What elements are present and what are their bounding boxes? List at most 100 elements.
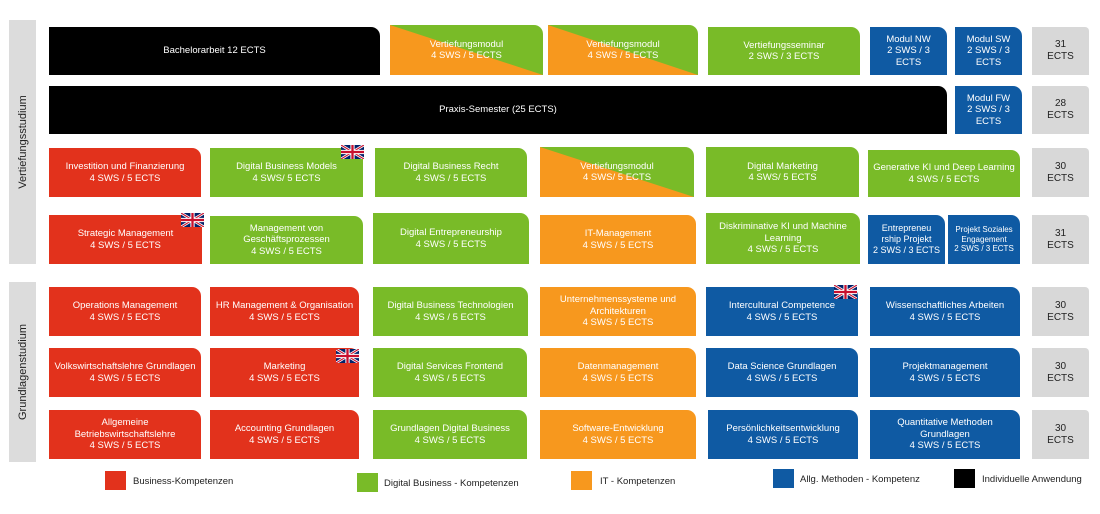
module-detail: 4 SWS / 5 ECTS <box>582 317 654 329</box>
module-detail: 2 SWS / 3 ECTS <box>954 244 1014 254</box>
ects-total-row7: 30 ECTS <box>1032 410 1089 459</box>
module-title: Datenmanagement <box>577 361 659 372</box>
section-grundlagenstudium: Grundlagenstudium <box>9 282 36 462</box>
module-title: Entrepreneu rship Projekt <box>881 223 932 244</box>
ects-total-row5: 30 ECTS <box>1032 287 1089 336</box>
module-detail: 4 SWS / 5 ECTS <box>909 372 981 384</box>
ects-unit: ECTS <box>1047 51 1074 62</box>
module-projekt-soziales-engagement: Projekt Soziales Engagement 2 SWS / 3 EC… <box>948 215 1020 264</box>
module-detail: 4 SWS / 5 ECTS <box>415 311 486 323</box>
module-marketing: Marketing 4 SWS / 5 ECTS <box>210 348 359 397</box>
module-hr-management: HR Management & Organisation 4 SWS / 5 E… <box>210 287 359 336</box>
legend-swatch-business <box>105 471 126 490</box>
module-title: Operations Management <box>72 300 178 311</box>
module-title: Digital Business Recht <box>403 161 499 172</box>
ects-value: 30 <box>1054 299 1067 311</box>
module-title: Software-Entwicklung <box>572 423 664 434</box>
legend-swatch-digital-business <box>357 473 378 492</box>
module-detail: 2 SWS / 3 ECTS <box>748 51 820 62</box>
module-digital-business-technologien: Digital Business Technologien 4 SWS / 5 … <box>373 287 528 336</box>
module-title: Quantitative Methoden Grundlagen <box>897 417 993 440</box>
module-it-management: IT-Management 4 SWS / 5 ECTS <box>540 215 696 264</box>
module-detail: 4 SWS / 5 ECTS <box>431 50 502 61</box>
legend-label-it: IT - Kompetenzen <box>600 476 676 487</box>
module-vertiefungsmodul-3: Vertiefungsmodul 4 SWS/ 5 ECTS <box>540 147 694 197</box>
module-detail: 2 SWS / 3 ECTS <box>967 45 1010 68</box>
module-detail: 4 SWS / 5 ECTS <box>89 172 161 184</box>
ects-value: 30 <box>1054 422 1067 434</box>
module-title: Generative KI und Deep Learning <box>873 162 1015 173</box>
module-title: Modul SW <box>966 33 1011 45</box>
module-detail: 2 SWS / 3 ECTS <box>967 104 1010 127</box>
ects-value: 30 <box>1054 160 1067 172</box>
module-intercultural-competence: Intercultural Competence 4 SWS / 5 ECTS <box>706 287 858 336</box>
module-generative-ki: Generative KI und Deep Learning 4 SWS / … <box>868 150 1020 197</box>
module-modul-fw: Modul FW 2 SWS / 3 ECTS <box>955 86 1022 134</box>
module-title: Digital Business Models <box>236 161 337 172</box>
module-title: Projektmanagement <box>902 361 988 372</box>
module-detail: 4 SWS / 5 ECTS <box>414 372 486 384</box>
ects-unit: ECTS <box>1047 110 1074 121</box>
legend-label-business: Business-Kompetenzen <box>133 476 234 487</box>
module-quantitative-methoden: Quantitative Methoden Grundlagen 4 SWS /… <box>870 410 1020 459</box>
module-detail: 4 SWS / 5 ECTS <box>582 239 654 251</box>
legend-swatch-methods <box>773 469 794 488</box>
module-detail: 4 SWS/ 5 ECTS <box>582 172 652 183</box>
module-title: Projekt Soziales Engagement <box>955 225 1013 244</box>
uk-flag-icon <box>336 349 359 363</box>
module-detail: 4 SWS / 5 ECTS <box>89 440 161 452</box>
module-detail: 4 SWS / 5 ECTS <box>747 244 819 256</box>
module-title: Grundlagen Digital Business <box>390 423 510 434</box>
module-title: Strategic Management <box>77 228 174 239</box>
module-diskriminative-ki: Diskriminative KI und Machine Learning 4… <box>706 213 860 264</box>
module-persoenlichkeitsentwicklung: Persönlichkeitsentwicklung 4 SWS / 5 ECT… <box>708 410 858 459</box>
module-detail: 4 SWS / 5 ECTS <box>909 440 981 452</box>
section-label: Vertiefungsstudium <box>16 95 29 189</box>
module-detail: 4 SWS / 5 ECTS <box>249 434 320 446</box>
module-title: Digital Services Frontend <box>396 361 504 372</box>
legend-swatch-individual <box>954 469 975 488</box>
module-allgemeine-bwl: Allgemeine Betriebswirtschaftslehre 4 SW… <box>49 410 201 459</box>
module-title: Persönlichkeitsentwicklung <box>726 423 840 434</box>
module-title: IT-Management <box>584 228 652 239</box>
module-detail: 4 SWS / 5 ECTS <box>582 372 654 384</box>
ects-unit: ECTS <box>1047 434 1074 446</box>
ects-total-row3: 30 ECTS <box>1032 148 1089 197</box>
module-title: Data Science Grundlagen <box>727 361 837 372</box>
module-wissenschaftliches-arbeiten: Wissenschaftliches Arbeiten 4 SWS / 5 EC… <box>870 287 1020 336</box>
module-accounting-grundlagen: Accounting Grundlagen 4 SWS / 5 ECTS <box>210 410 359 459</box>
module-title: HR Management & Organisation <box>215 300 354 311</box>
module-detail: 4 SWS / 5 ECTS <box>415 238 487 250</box>
module-title: Management von Geschäftsprozessen <box>243 222 330 246</box>
module-projektmanagement: Projektmanagement 4 SWS / 5 ECTS <box>870 348 1020 397</box>
module-detail: 4 SWS / 5 ECTS <box>587 50 659 61</box>
module-detail: 2 SWS / 3 ECTS <box>887 45 930 68</box>
module-grundlagen-digital-business: Grundlagen Digital Business 4 SWS / 5 EC… <box>373 410 527 459</box>
module-datenmanagement: Datenmanagement 4 SWS / 5 ECTS <box>540 348 696 397</box>
module-title: Unternehmenssysteme und Architekturen <box>559 294 677 317</box>
module-title: Intercultural Competence <box>728 300 836 311</box>
module-operations-management: Operations Management 4 SWS / 5 ECTS <box>49 287 201 336</box>
module-bachelorarbeit: Bachelorarbeit 12 ECTS <box>49 27 380 75</box>
uk-flag-icon <box>341 145 364 159</box>
module-digital-services-frontend: Digital Services Frontend 4 SWS / 5 ECTS <box>373 348 527 397</box>
module-title: Marketing <box>263 361 306 372</box>
ects-total-row6: 30 ECTS <box>1032 348 1089 397</box>
module-data-science-grundlagen: Data Science Grundlagen 4 SWS / 5 ECTS <box>706 348 858 397</box>
module-digital-business-models: Digital Business Models 4 SWS/ 5 ECTS <box>210 148 363 197</box>
module-detail: 4 SWS/ 5 ECTS <box>748 172 817 183</box>
module-entrepreneurship-projekt: Entrepreneu rship Projekt 2 SWS / 3 ECTS <box>868 215 945 264</box>
module-title: Wissenschaftliches Arbeiten <box>885 300 1005 311</box>
legend-label-methods: Allg. Methoden - Kompetenz <box>800 474 920 485</box>
module-title: Modul FW <box>966 92 1011 104</box>
uk-flag-icon <box>834 285 857 299</box>
module-detail: 2 SWS / 3 ECTS <box>872 245 941 255</box>
legend-label-individual: Individuelle Anwendung <box>982 474 1082 485</box>
module-detail: 4 SWS / 5 ECTS <box>89 311 161 323</box>
module-detail: 4 SWS / 5 ECTS <box>908 173 980 185</box>
module-investition-finanzierung: Investition und Finanzierung 4 SWS / 5 E… <box>49 148 201 197</box>
module-title: Vertiefungsmodul <box>580 160 654 172</box>
module-detail: 4 SWS / 5 ECTS <box>89 372 161 384</box>
module-digital-entrepreneurship: Digital Entrepreneurship 4 SWS / 5 ECTS <box>373 213 529 264</box>
legend-swatch-it <box>571 471 592 490</box>
